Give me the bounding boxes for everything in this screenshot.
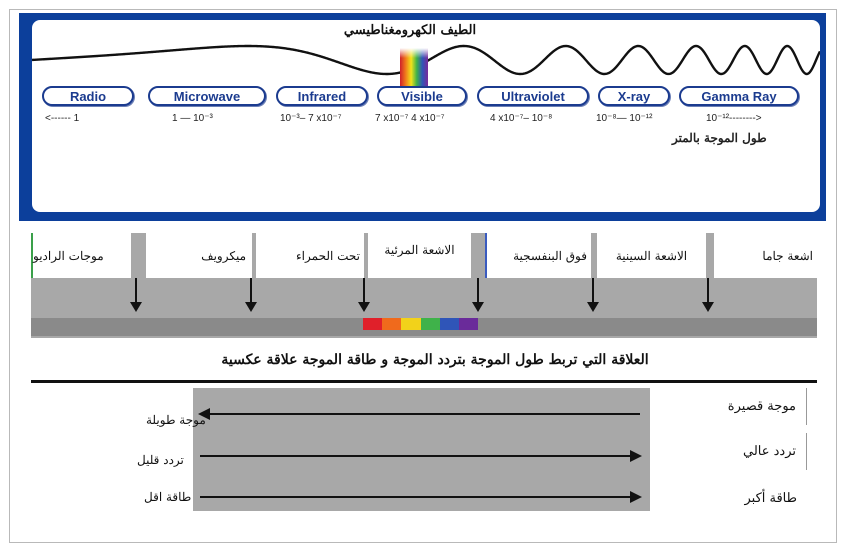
band-xray: X-ray [598,86,670,106]
ar-band-microwave: ميكرويف [146,233,252,278]
band-ultraviolet: Ultraviolet [477,86,589,106]
spectrum-title: الطيف الكهرومغناطيسي [343,23,477,38]
rainbow-red [363,318,383,330]
band-infrared: Infrared [276,86,368,106]
arrow-down-infrared [358,278,370,312]
ar-band-visible: الاشعة المرئية [368,233,471,278]
arrow-down-radio [130,278,142,312]
range-radio: <------ 1 [45,113,80,124]
arrow-left-wavelength [198,408,640,420]
relation-statement: العلاقة التي تربط طول الموجة بتردد الموج… [53,343,817,377]
range-visible: 7 x10⁻⁷ 4 x10⁻⁷ [375,113,445,124]
arrow-down-ultraviolet [587,278,599,312]
rainbow-yellow [401,318,421,330]
ar-band-xray: الاشعة السينية [597,233,706,278]
visible-rainbow-bar [363,318,479,330]
range-ultraviolet: 4 x10⁻⁷– 10⁻⁸ [490,113,553,124]
arrow-right-energy [200,491,642,503]
rainbow-violet [458,318,479,330]
label-short-wave: موجة قصيرة [650,388,807,425]
ar-band-radio: موجات الراديو [31,233,131,278]
ar-band-infrared: تحت الحمراء [256,233,364,278]
divider-line [31,380,817,383]
wavelength-unit-label: طول الموجة بالمتر [672,131,767,145]
range-infrared: 10⁻³– 7 x10⁻⁷ [280,113,342,124]
arrow-down-xray [702,278,714,312]
range-gamma: 10⁻¹²--------> [706,113,762,124]
band-microwave: Microwave [148,86,266,106]
range-xray: 10⁻⁸— 10⁻¹² [596,113,653,124]
range-microwave: 1 — 10⁻³ [172,113,213,124]
rainbow-orange [382,318,402,330]
wave-line [32,44,820,86]
ar-band-ultraviolet: فوق البنفسجية [485,233,591,278]
band-visible: Visible [377,86,467,106]
label-low-frequency: تردد قليل [137,453,184,467]
label-high-frequency: تردد عالي [650,433,807,470]
arrow-right-frequency [200,450,642,462]
ar-band-gamma: اشعة جاما [714,233,817,278]
arrow-down-visible [472,278,484,312]
band-radio: Radio [42,86,134,106]
label-long-wave: موجة طويلة [146,413,206,427]
rainbow-green [420,318,440,330]
rainbow-blue [439,318,459,330]
comparison-panel [193,388,650,511]
label-more-energy: طاقة أكبر [650,480,807,517]
band-gamma: Gamma Ray [679,86,799,106]
arrow-down-microwave [245,278,257,312]
label-less-energy: طاقة اقل [144,490,192,504]
